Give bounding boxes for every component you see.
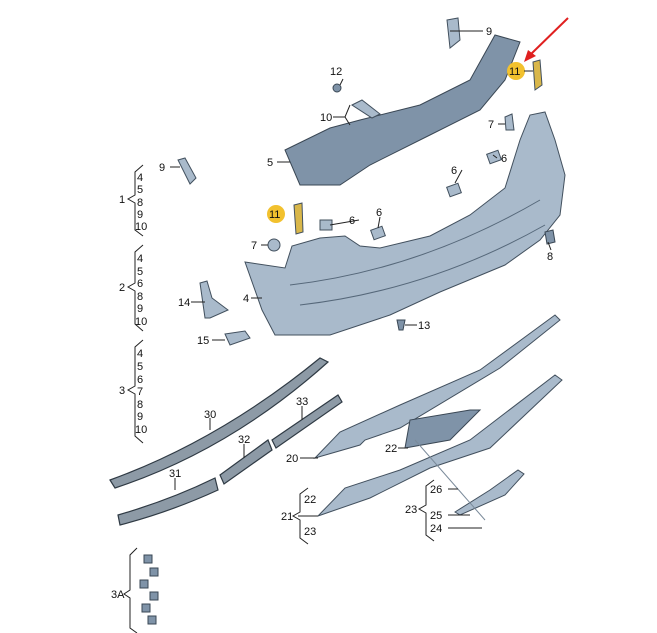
label-14: 14 bbox=[178, 297, 190, 309]
group-item: 8 bbox=[137, 399, 143, 411]
label-21-item-23: 23 bbox=[304, 526, 316, 538]
group-item: 5 bbox=[137, 266, 143, 278]
label-9-top: 9 bbox=[486, 26, 492, 38]
label-group-3: 3 bbox=[119, 385, 125, 397]
group-item: 5 bbox=[137, 184, 143, 196]
grille-30[interactable] bbox=[109, 357, 330, 489]
group-1-items: 4 5 8 9 10 bbox=[135, 172, 147, 233]
label-26: 26 bbox=[430, 484, 442, 496]
label-6b: 6 bbox=[501, 153, 507, 165]
label-20: 20 bbox=[286, 453, 298, 465]
label-8: 8 bbox=[547, 251, 553, 263]
group-2-items: 4 5 6 8 9 10 bbox=[135, 253, 147, 328]
group-item: 4 bbox=[137, 253, 143, 265]
nut-12[interactable] bbox=[332, 83, 342, 93]
label-30: 30 bbox=[204, 409, 216, 421]
label-21-item-22: 22 bbox=[304, 494, 316, 506]
group-item: 5 bbox=[137, 361, 143, 373]
fastener-set-3A[interactable] bbox=[139, 554, 159, 625]
label-12: 12 bbox=[330, 66, 342, 78]
label-5: 5 bbox=[267, 157, 273, 169]
label-21-group: 21 bbox=[281, 511, 293, 523]
bumper-cover[interactable] bbox=[244, 111, 566, 336]
diffuser-20[interactable] bbox=[313, 314, 561, 459]
diffuser-22[interactable] bbox=[404, 409, 482, 449]
clip-6b[interactable] bbox=[486, 149, 502, 165]
label-24: 24 bbox=[430, 523, 442, 535]
label-6d: 6 bbox=[376, 207, 382, 219]
group-item: 9 bbox=[137, 303, 143, 315]
label-11-right: 11 bbox=[509, 66, 520, 78]
group-item: 9 bbox=[137, 411, 143, 423]
group-3-items: 4 5 6 7 8 9 10 bbox=[135, 348, 147, 436]
group-item: 9 bbox=[137, 209, 143, 221]
label-group-2: 2 bbox=[119, 282, 125, 294]
bracket-group-3 bbox=[126, 339, 144, 444]
clip-7-left[interactable] bbox=[267, 238, 281, 252]
bumper-carrier[interactable] bbox=[284, 34, 521, 186]
label-6a: 6 bbox=[451, 165, 457, 177]
group-item: 10 bbox=[135, 424, 147, 436]
label-10: 10 bbox=[320, 112, 332, 124]
group-item: 4 bbox=[137, 172, 143, 184]
guide-11-right[interactable] bbox=[532, 59, 543, 91]
group-item: 8 bbox=[137, 197, 143, 209]
group-item: 4 bbox=[137, 348, 143, 360]
bracket-group-2 bbox=[126, 244, 144, 332]
label-23-group: 23 bbox=[405, 504, 417, 516]
label-4: 4 bbox=[243, 293, 249, 305]
label-33: 33 bbox=[296, 396, 308, 408]
label-15: 15 bbox=[197, 335, 209, 347]
label-3A: 3A bbox=[111, 589, 125, 601]
clip-6d[interactable] bbox=[370, 225, 386, 241]
guide-11-left[interactable] bbox=[293, 202, 304, 235]
clip-6a[interactable] bbox=[446, 182, 462, 198]
part-15[interactable] bbox=[224, 330, 251, 346]
label-13: 13 bbox=[418, 320, 430, 332]
group-item: 8 bbox=[137, 291, 143, 303]
highlight-11-right bbox=[507, 62, 525, 80]
label-25: 25 bbox=[430, 510, 442, 522]
label-11-left: 11 bbox=[269, 209, 280, 221]
label-9-left: 9 bbox=[159, 162, 165, 174]
label-7-right: 7 bbox=[488, 119, 494, 131]
grille-31[interactable] bbox=[117, 477, 219, 526]
clip-7-right[interactable] bbox=[504, 113, 515, 131]
label-22: 22 bbox=[385, 443, 397, 455]
grille-33[interactable] bbox=[271, 394, 343, 449]
highlight-arrow bbox=[524, 17, 569, 62]
diffuser-21[interactable] bbox=[317, 374, 563, 517]
bracket-9-left[interactable] bbox=[177, 157, 197, 185]
label-32: 32 bbox=[238, 434, 250, 446]
label-group-1: 1 bbox=[119, 194, 125, 206]
group-item: 6 bbox=[137, 278, 143, 290]
highlight-11-left bbox=[267, 205, 285, 223]
group-item: 10 bbox=[135, 221, 147, 233]
grille-32[interactable] bbox=[219, 439, 273, 485]
bracket-group-21 bbox=[291, 487, 309, 545]
group-item: 6 bbox=[137, 374, 143, 386]
group-item: 7 bbox=[137, 386, 143, 398]
bolt-10[interactable] bbox=[350, 99, 381, 119]
bracket-group-23 bbox=[417, 479, 435, 542]
bracket-group-1 bbox=[126, 164, 144, 237]
trim-23[interactable] bbox=[454, 469, 525, 516]
group-item: 10 bbox=[135, 316, 147, 328]
screw-13[interactable] bbox=[396, 319, 406, 331]
bracket-9-top[interactable] bbox=[446, 17, 461, 49]
bracket-group-3A bbox=[123, 547, 138, 633]
part-14[interactable] bbox=[199, 280, 229, 319]
label-7-left: 7 bbox=[251, 240, 257, 252]
label-6c: 6 bbox=[349, 215, 355, 227]
sensor-8[interactable] bbox=[544, 229, 556, 245]
label-31: 31 bbox=[169, 468, 181, 480]
